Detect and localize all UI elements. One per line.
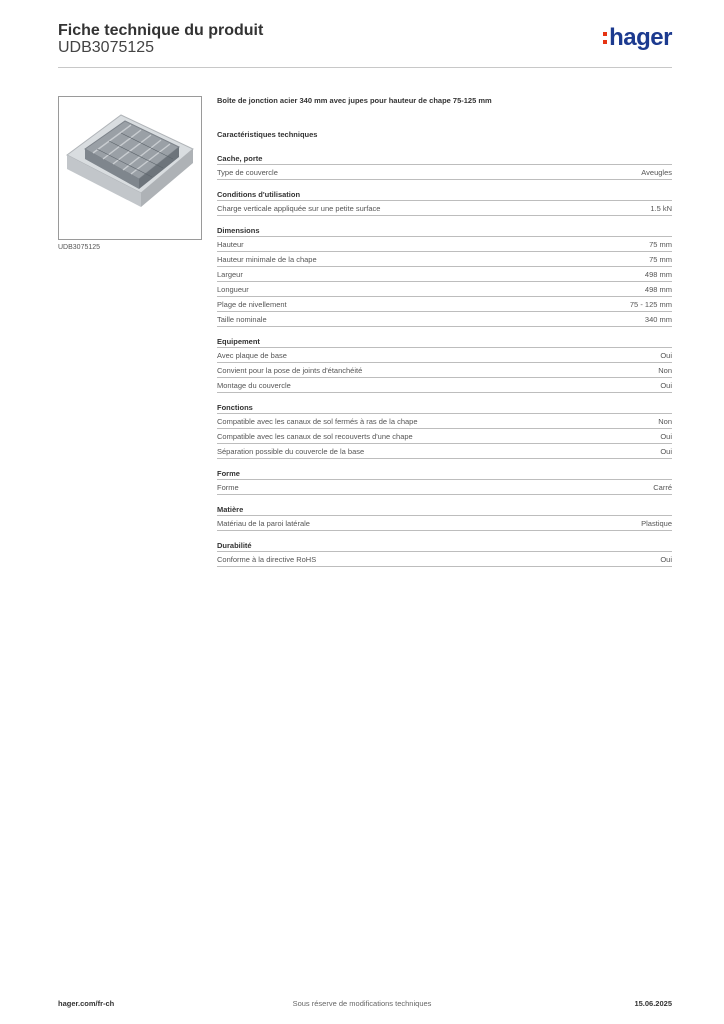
spec-value: 1.5 kN (650, 203, 672, 213)
spec-label: Longueur (217, 284, 249, 294)
spec-value: Non (658, 416, 672, 426)
spec-value: Oui (660, 446, 672, 456)
spec-value: Oui (660, 350, 672, 360)
spec-row: Compatible avec les canaux de sol fermés… (217, 413, 672, 428)
spec-value: 498 mm (644, 269, 672, 279)
page-title: Fiche technique du produit (58, 22, 264, 39)
spec-label: Matériau de la paroi latérale (217, 518, 310, 528)
spec-row: Forme Carré (217, 479, 672, 495)
spec-label: Largeur (217, 269, 243, 279)
spec-row: Avec plaque de base Oui (217, 347, 672, 362)
spec-row: Largeur 498 mm (217, 266, 672, 281)
spec-row: Hauteur 75 mm (217, 236, 672, 251)
spec-value: 75 mm (649, 239, 672, 249)
section-title: Durabilité (217, 541, 252, 550)
spec-value: Plastique (641, 518, 672, 528)
spec-row: Convient pour la pose de joints d'étanch… (217, 362, 672, 377)
floor-box-illustration-icon (66, 114, 194, 207)
footer-disclaimer: Sous réserve de modifications techniques (292, 999, 432, 1008)
product-description: Boîte de jonction acier 340 mm avec jupe… (217, 96, 492, 105)
spec-row: Longueur 498 mm (217, 281, 672, 296)
spec-row: Montage du couvercle Oui (217, 377, 672, 393)
footer-date: 15.06.2025 (634, 999, 672, 1008)
tech-characteristics-title: Caractéristiques techniques (217, 130, 318, 139)
spec-label: Avec plaque de base (217, 350, 287, 360)
logo-text: hager (609, 24, 672, 51)
image-caption: UDB3075125 (58, 244, 101, 251)
section-title: Dimensions (217, 226, 260, 235)
spec-row: Charge verticale appliquée sur une petit… (217, 200, 672, 216)
product-code: UDB3075125 (58, 39, 155, 56)
section-title: Cache, porte (217, 154, 263, 163)
spec-value: 75 - 125 mm (629, 299, 672, 309)
spec-label: Hauteur (217, 239, 244, 249)
spec-label: Compatible avec les canaux de sol fermés… (217, 416, 418, 426)
section-title: Forme (217, 469, 240, 478)
spec-value: Oui (660, 554, 672, 564)
spec-value: 75 mm (649, 254, 672, 264)
spec-value: Carré (653, 482, 672, 492)
header-divider (58, 67, 672, 68)
spec-label: Compatible avec les canaux de sol recouv… (217, 431, 413, 441)
spec-value: 498 mm (644, 284, 672, 294)
spec-label: Plage de nivellement (217, 299, 287, 309)
spec-label: Montage du couvercle (217, 380, 291, 390)
logo-dots-icon (603, 32, 608, 44)
section-title: Fonctions (217, 403, 253, 412)
spec-row: Conforme à la directive RoHS Oui (217, 551, 672, 567)
spec-value: 340 mm (644, 314, 672, 324)
spec-label: Séparation possible du couvercle de la b… (217, 446, 365, 456)
spec-row: Hauteur minimale de la chape 75 mm (217, 251, 672, 266)
spec-row: Plage de nivellement 75 - 125 mm (217, 296, 672, 311)
spec-row: Séparation possible du couvercle de la b… (217, 443, 672, 459)
section-title: Matière (217, 505, 244, 514)
hager-logo[interactable]: hager (603, 26, 672, 50)
section-title: Equipement (217, 337, 260, 346)
spec-content: Boîte de jonction acier 340 mm avec jupe… (217, 96, 672, 576)
spec-row: Compatible avec les canaux de sol recouv… (217, 428, 672, 443)
spec-value: Oui (660, 431, 672, 441)
spec-value: Oui (660, 380, 672, 390)
spec-value: Aveugles (641, 167, 672, 177)
spec-label: Forme (217, 482, 239, 492)
spec-label: Hauteur minimale de la chape (217, 254, 317, 264)
spec-row: Type de couvercle Aveugles (217, 164, 672, 180)
product-image (58, 96, 202, 240)
footer-website-link[interactable]: hager.com/fr-ch (58, 999, 115, 1008)
spec-label: Taille nominale (217, 314, 267, 324)
spec-label: Charge verticale appliquée sur une petit… (217, 203, 381, 213)
spec-row: Taille nominale 340 mm (217, 311, 672, 327)
spec-value: Non (658, 365, 672, 375)
spec-label: Convient pour la pose de joints d'étanch… (217, 365, 363, 375)
spec-label: Type de couvercle (217, 167, 278, 177)
section-title: Conditions d'utilisation (217, 190, 301, 199)
spec-label: Conforme à la directive RoHS (217, 554, 317, 564)
spec-row: Matériau de la paroi latérale Plastique (217, 515, 672, 531)
